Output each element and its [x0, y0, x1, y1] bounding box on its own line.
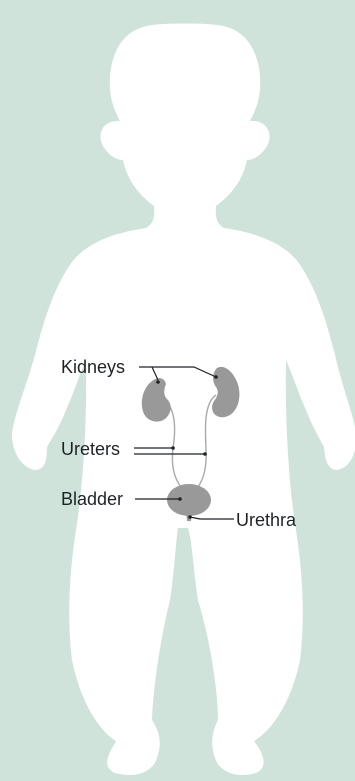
ureters-label: Ureters [61, 440, 120, 458]
left-ureter-dot [171, 446, 175, 450]
right-ureter-dot [203, 452, 207, 456]
bladder [167, 484, 211, 516]
right-kidney-dot [214, 375, 218, 379]
left-kidney-dot [156, 380, 160, 384]
urethra-dot [188, 515, 192, 519]
baby-silhouette [12, 24, 355, 776]
kidneys-label: Kidneys [61, 358, 125, 376]
bladder-dot [178, 497, 182, 501]
urethra-label: Urethra [236, 511, 296, 529]
bladder-label: Bladder [61, 490, 123, 508]
